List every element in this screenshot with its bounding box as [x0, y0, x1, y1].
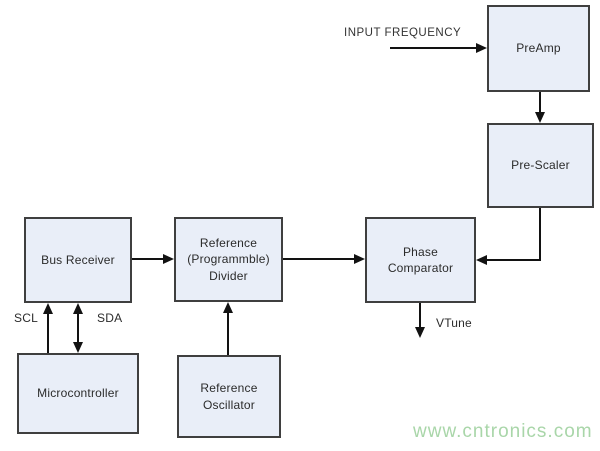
vtune-label: VTune — [436, 316, 472, 330]
arrowhead-up-icon — [73, 303, 83, 314]
connector-prescaler-to-phase-comparator — [485, 259, 541, 261]
connector-prescaler-down — [539, 208, 541, 261]
arrowhead-right-icon — [163, 254, 174, 264]
bus-receiver-box: Bus Receiver — [24, 217, 132, 303]
connector-phase-comparator-to-vtune — [419, 303, 421, 329]
arrowhead-down-icon — [73, 342, 83, 353]
microcontroller-box: Microcontroller — [17, 353, 139, 434]
reference-divider-box: Reference (Programmble) Divider — [174, 217, 283, 302]
input-frequency-label: INPUT FREQUENCY — [344, 27, 462, 39]
sda-label: SDA — [97, 311, 123, 325]
connector-divider-to-phase-comparator — [283, 258, 356, 260]
connector-sda — [77, 312, 79, 344]
arrowhead-down-icon — [415, 327, 425, 338]
arrowhead-up-icon — [43, 303, 53, 314]
arrowhead-left-icon — [476, 255, 487, 265]
arrowhead-up-icon — [223, 302, 233, 313]
connector-busreceiver-to-divider — [132, 258, 165, 260]
scl-label: SCL — [14, 311, 38, 325]
connector-preamp-to-prescaler — [539, 92, 541, 114]
arrowhead-down-icon — [535, 112, 545, 123]
prescaler-box: Pre-Scaler — [487, 123, 594, 208]
reference-oscillator-box: Reference Oscillator — [177, 355, 281, 438]
preamp-box: PreAmp — [487, 5, 590, 92]
connector-oscillator-to-divider — [227, 311, 229, 355]
connector-input-to-preamp — [390, 47, 480, 49]
arrowhead-right-icon — [476, 43, 487, 53]
connector-scl — [47, 312, 49, 353]
watermark-text: www.cntronics.com — [413, 421, 593, 442]
phase-comparator-box: Phase Comparator — [365, 217, 476, 303]
arrowhead-right-icon — [354, 254, 365, 264]
